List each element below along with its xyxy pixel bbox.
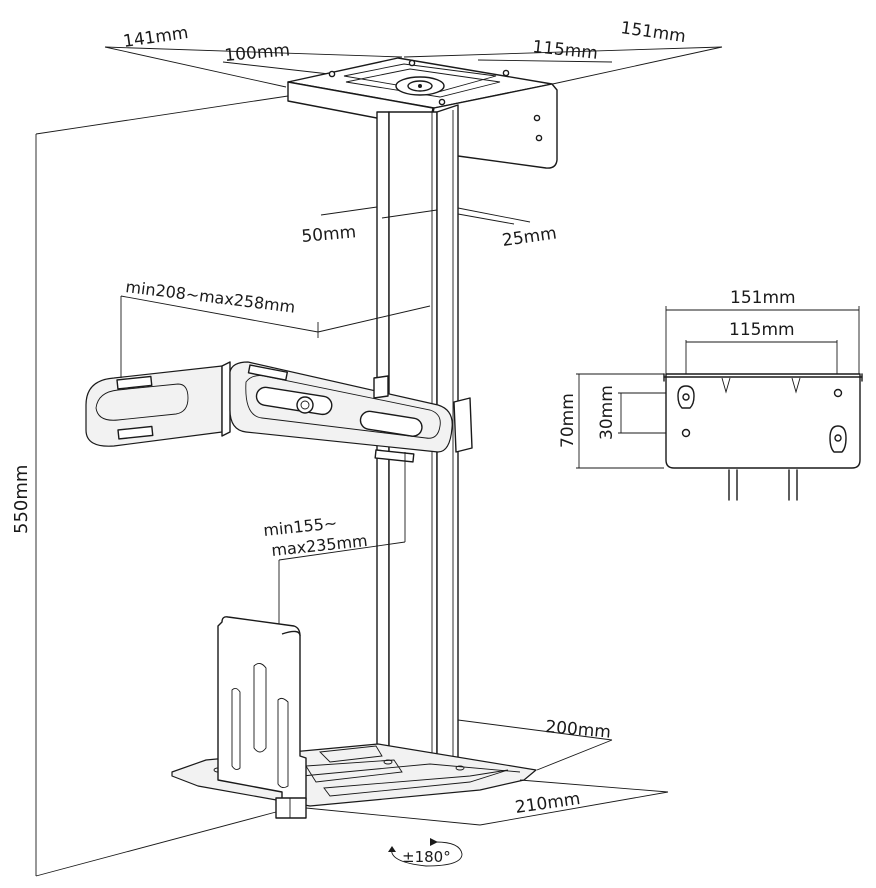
label-base-depth: 210mm xyxy=(514,789,582,818)
label-pole-depth: 25mm xyxy=(501,224,558,251)
detail-label-width: 151mm xyxy=(730,288,796,308)
detail-label-hole-spacing-y: 30mm xyxy=(597,385,617,440)
arm-dimension-lines xyxy=(120,295,431,378)
total-height-dimension-lines xyxy=(35,95,289,877)
label-top-depth: 141mm xyxy=(122,23,190,52)
detail-label-height: 70mm xyxy=(558,393,578,448)
label-top-inner-depth: 100mm xyxy=(224,40,291,66)
adjustable-arm xyxy=(85,361,473,463)
label-top-inner-width: 115mm xyxy=(531,37,598,64)
label-base-width: 200mm xyxy=(545,717,612,743)
label-rotation: ±180° xyxy=(402,848,451,866)
base-tray xyxy=(171,616,537,819)
label-arm-range: min208~max258mm xyxy=(125,277,297,317)
label-pole-width: 50mm xyxy=(301,222,357,247)
pole-dimension-lines xyxy=(320,206,531,225)
top-dimension-lines xyxy=(104,46,723,88)
label-top-width: 151mm xyxy=(619,18,687,47)
detail-plate-view xyxy=(576,306,863,501)
base-dimension-lines xyxy=(305,719,669,826)
rotation-indicator xyxy=(388,838,463,867)
detail-label-hole-spacing-x: 115mm xyxy=(729,320,795,340)
label-total-height: 550mm xyxy=(11,465,32,534)
clamp-height-dimension-lines xyxy=(278,452,406,626)
